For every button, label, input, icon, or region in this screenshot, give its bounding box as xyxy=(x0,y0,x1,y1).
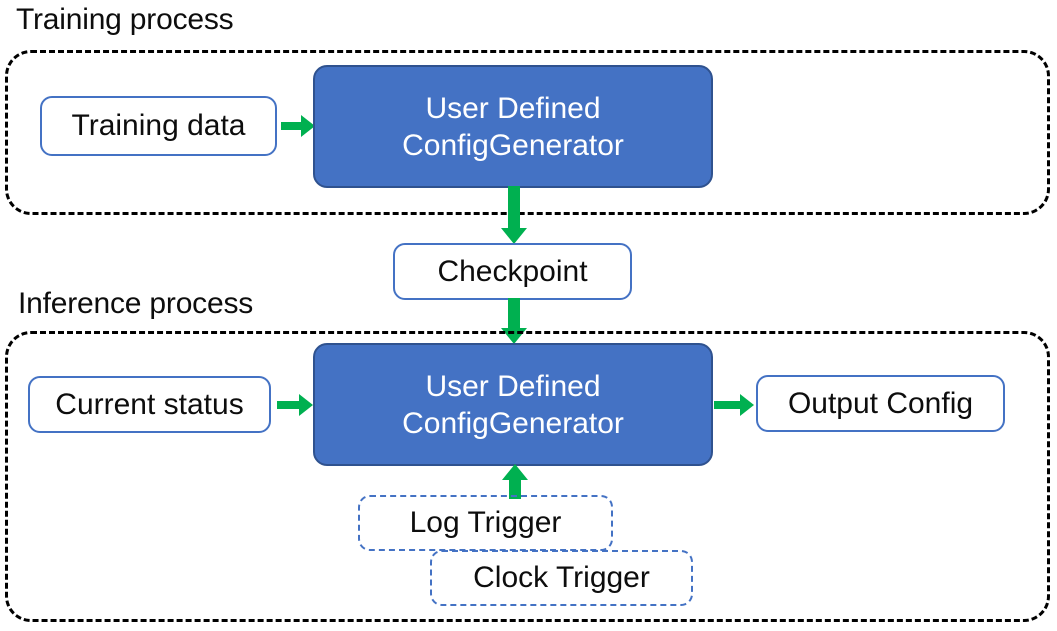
arrow-triggers-to-process xyxy=(501,464,529,500)
clock-trigger-node[interactable]: Clock Trigger xyxy=(430,550,693,606)
training-data-label: Training data xyxy=(71,109,246,142)
arrow-process-to-output-config xyxy=(714,391,756,419)
arrow-training-data-to-process xyxy=(281,112,317,140)
training-config-generator-line1: User Defined xyxy=(425,91,601,125)
log-trigger-label: Log Trigger xyxy=(409,506,562,539)
inference-config-generator-line2: ConfigGenerator xyxy=(402,406,624,440)
training-process-container xyxy=(5,50,1050,215)
inference-config-generator-line1: User Defined xyxy=(425,369,601,403)
output-config-label: Output Config xyxy=(787,386,974,420)
output-config-node[interactable]: Output Config xyxy=(756,375,1005,432)
current-status-node[interactable]: Current status xyxy=(28,376,271,433)
inference-process-container xyxy=(5,331,1050,622)
inference-process-label: Inference process xyxy=(18,287,254,320)
checkpoint-label: Checkpoint xyxy=(437,254,588,288)
arrow-current-status-to-process xyxy=(277,391,315,419)
checkpoint-node[interactable]: Checkpoint xyxy=(393,243,632,300)
training-config-generator-line2: ConfigGenerator xyxy=(402,128,624,162)
clock-trigger-label: Clock Trigger xyxy=(473,561,650,594)
arrow-training-process-to-checkpoint xyxy=(500,186,528,246)
inference-config-generator-node[interactable]: User Defined ConfigGenerator xyxy=(313,343,713,466)
training-process-label: Training process xyxy=(16,3,234,36)
training-data-node[interactable]: Training data xyxy=(40,96,277,156)
current-status-label: Current status xyxy=(55,387,244,421)
training-config-generator-node[interactable]: User Defined ConfigGenerator xyxy=(313,65,713,188)
log-trigger-node[interactable]: Log Trigger xyxy=(358,495,613,551)
